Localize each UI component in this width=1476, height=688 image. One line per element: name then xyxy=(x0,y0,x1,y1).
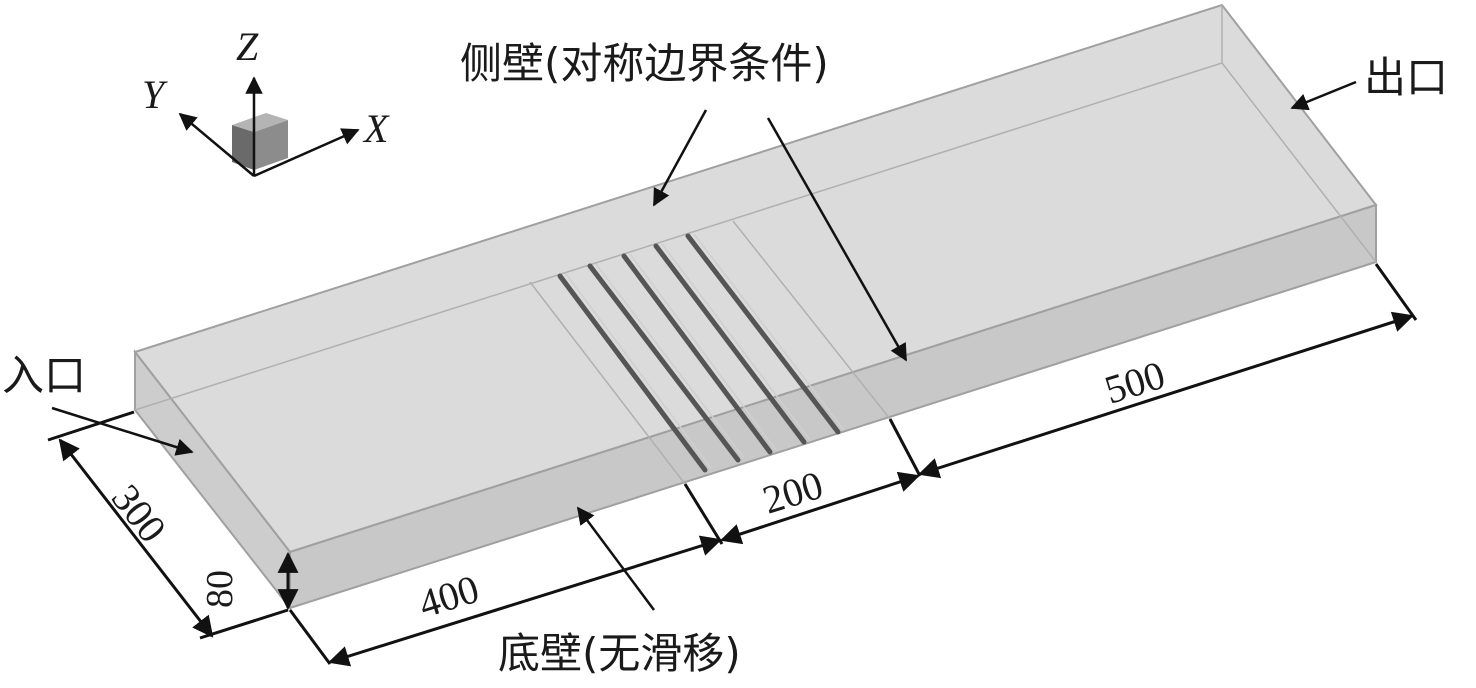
x-axis-arrow xyxy=(253,128,360,178)
dim-300-line xyxy=(58,438,214,638)
z-axis-label: Z xyxy=(236,24,259,69)
axis-triad: Z Y X xyxy=(142,24,390,178)
x-axis-label: X xyxy=(362,106,390,151)
dim-300-label: 300 xyxy=(103,476,175,551)
y-axis-arrow xyxy=(178,112,255,177)
dim-200-line xyxy=(720,471,920,545)
dim-200-ext-end xyxy=(888,418,922,477)
grooves xyxy=(557,233,845,473)
bottom-wall-leader xyxy=(576,506,656,611)
dim-300-ext-top xyxy=(47,410,135,442)
dim-400-line xyxy=(327,535,723,667)
groove-2 xyxy=(587,263,741,463)
groove-3 xyxy=(621,253,773,455)
groove-5 xyxy=(685,233,841,435)
side-wall-label: 侧壁(对称边界条件) xyxy=(460,39,829,88)
dim-200-label: 200 xyxy=(757,462,828,523)
inlet-label: 入口 xyxy=(2,351,86,400)
channel-box xyxy=(133,3,1378,611)
groove-4 xyxy=(653,243,807,445)
dim-400-ext-end xyxy=(683,483,724,545)
groove-1 xyxy=(557,273,708,473)
outlet-label: 出口 xyxy=(1364,53,1448,102)
side-wall-leader-1 xyxy=(652,109,708,207)
y-axis-label: Y xyxy=(142,72,168,117)
dim-300-ext-bottom xyxy=(199,608,289,640)
dim-500-line xyxy=(918,311,1414,479)
outlet-leader xyxy=(1290,80,1357,111)
dim-400-ext-start xyxy=(288,609,332,665)
triad-cube-front xyxy=(254,120,288,170)
triad-cube-top xyxy=(232,113,288,132)
groove-start-line xyxy=(529,281,686,485)
bottom-back-edge xyxy=(134,62,1223,411)
bottom-wall-label: 底壁(无滑移) xyxy=(498,629,741,678)
dim-80-label: 80 xyxy=(199,570,241,608)
dim-500-ext-end xyxy=(1374,263,1418,321)
groove-end-line xyxy=(732,220,891,420)
bottom-right-edge xyxy=(1221,62,1377,263)
triad-cube-side xyxy=(232,125,254,170)
side-wall-leader-2 xyxy=(766,117,908,362)
dim-500-label: 500 xyxy=(1099,352,1170,413)
